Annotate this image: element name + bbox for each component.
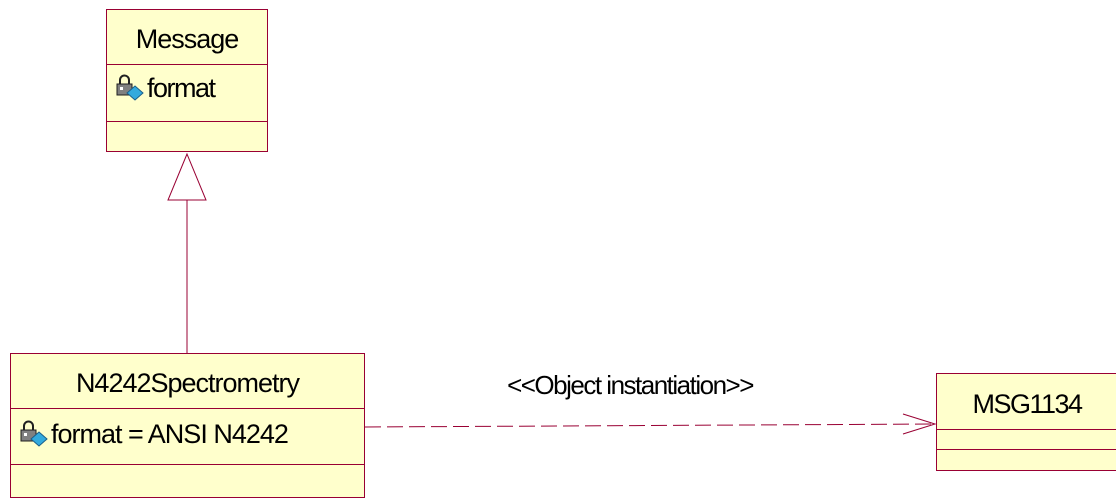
class-name: N4242Spectrometry [75, 368, 300, 398]
dependency-connector[interactable] [364, 413, 937, 435]
generalization-hollow-triangle-arrowhead [167, 152, 207, 201]
attributes-compartment: format [107, 64, 267, 121]
relationship-connectors [167, 152, 937, 435]
class-n4242spectrometry[interactable]: N4242Spectrometry format = ANSI N4242 [10, 353, 365, 498]
class-name: MSG1134 [972, 389, 1083, 419]
attribute-text: format [147, 72, 216, 103]
class-msg1134[interactable]: MSG1134 [936, 373, 1116, 471]
operations-compartment [11, 464, 364, 504]
generalization-connector[interactable] [167, 152, 207, 353]
operations-compartment [937, 449, 1116, 471]
protected-attribute-icon [113, 73, 147, 103]
class-message[interactable]: Message format [106, 9, 268, 152]
class-name: Message [135, 24, 240, 54]
attribute-row[interactable]: format = ANSI N4242 [17, 409, 364, 459]
dependency-open-arrowhead [902, 413, 937, 435]
attribute-row[interactable]: format [113, 65, 267, 111]
attributes-compartment [937, 429, 1116, 449]
dependency-stereotype-label: <<Object instantiation>> [507, 370, 754, 400]
protected-attribute-icon [17, 419, 51, 449]
attribute-text: format = ANSI N4242 [51, 418, 289, 449]
attributes-compartment: format = ANSI N4242 [11, 408, 364, 464]
dependency-dashed-line [364, 423, 936, 428]
operations-compartment [107, 121, 267, 151]
